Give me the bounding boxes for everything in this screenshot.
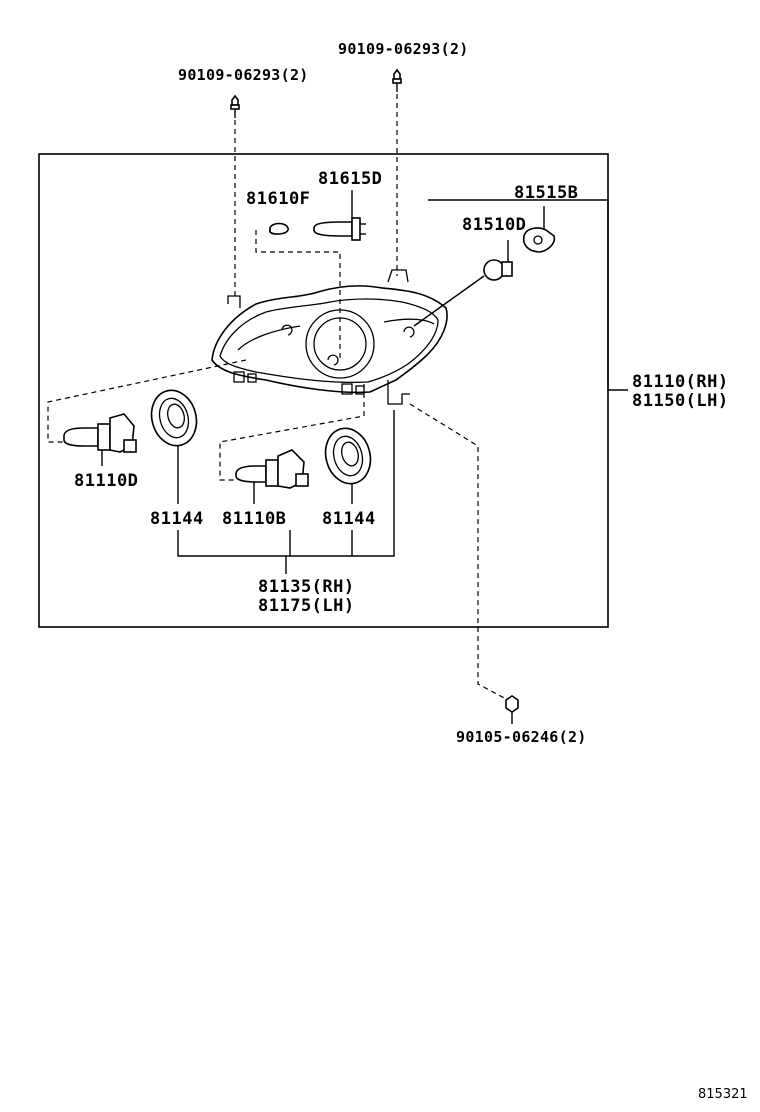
label-81510d: 81510D [462, 215, 526, 235]
bulb-81110d-icon [63, 413, 137, 453]
label-81610f: 81610F [246, 189, 310, 209]
cap-81144-left-icon [150, 389, 198, 447]
label-screw-bottom: 90105-06246(2) [456, 728, 587, 746]
socket-81515b-icon [522, 206, 556, 253]
headlamp-housing-icon [211, 269, 448, 405]
label-81615d: 81615D [318, 169, 382, 189]
leader-small-bulbs [255, 230, 341, 360]
illustration-ref-number: 815321 [698, 1087, 748, 1102]
leader-screw-bottom [409, 403, 509, 701]
label-headlamp-lh: 81150(LH) [632, 391, 729, 411]
label-bolt-top-left: 90109-06293(2) [178, 66, 309, 84]
label-cap-left: 81144 [150, 509, 204, 529]
bulb-81110b-icon [235, 449, 309, 489]
label-headlamp-rh: 81110(RH) [632, 372, 729, 392]
leader-81110d [47, 359, 247, 443]
label-cap-right: 81144 [322, 509, 376, 529]
label-81110d: 81110D [74, 471, 138, 491]
bulb-81615d-icon [313, 217, 366, 241]
bolt-top-left-icon [230, 94, 240, 118]
cap-81144-right-icon [324, 427, 372, 485]
label-unit-lh: 81175(LH) [258, 596, 355, 616]
screw-bottom-icon [505, 695, 519, 724]
leader-81110b [219, 384, 365, 481]
label-81110b: 81110B [222, 509, 286, 529]
bulb-81610f-icon [269, 222, 289, 235]
bolt-top-right-icon [392, 68, 402, 92]
leader-headlamp [428, 199, 628, 391]
leader-81510d [413, 275, 485, 327]
label-unit-rh: 81135(RH) [258, 577, 355, 597]
label-bolt-top-right: 90109-06293(2) [338, 40, 469, 58]
label-81515b: 81515B [514, 183, 578, 203]
bulb-81510d-icon [483, 240, 513, 281]
